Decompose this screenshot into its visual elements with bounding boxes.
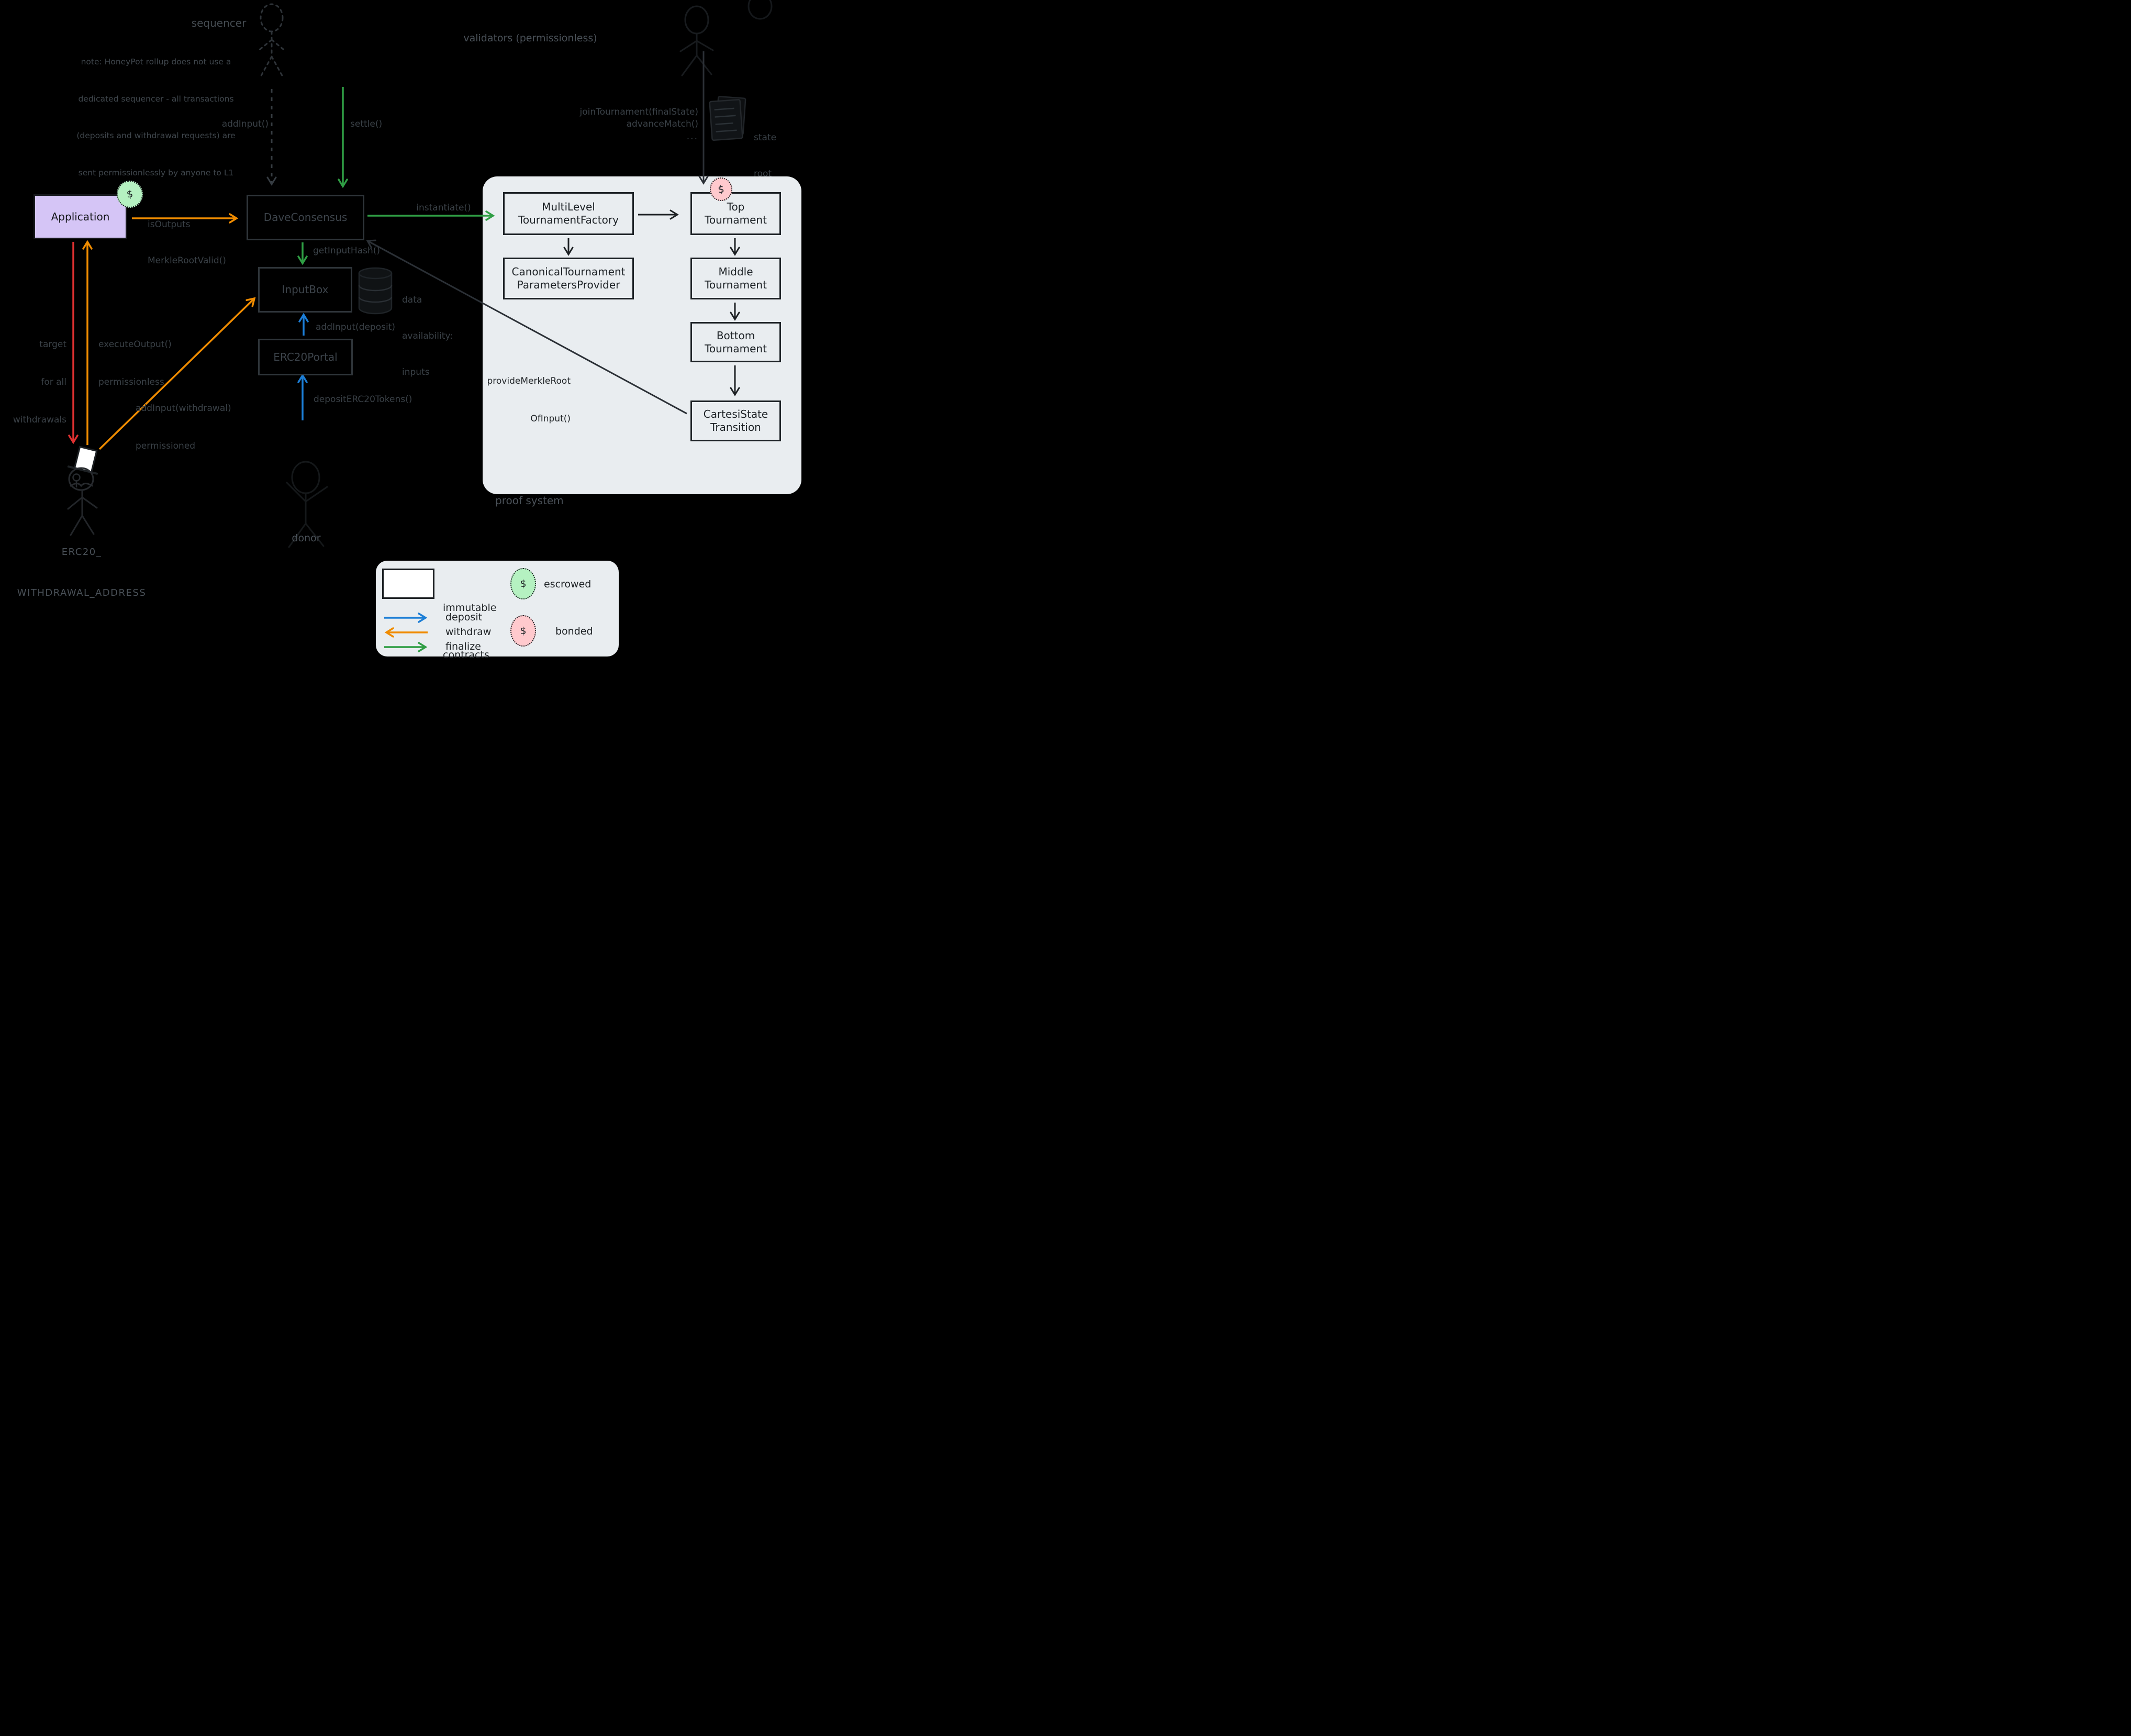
bottom-line: Tournament [705, 342, 767, 355]
withdrawal-address-line: WITHDRAWAL_ADDRESS [17, 587, 147, 598]
factory-line: TournamentFactory [518, 214, 619, 226]
state-root-papers-icon [709, 96, 746, 141]
middle-line: Middle [718, 265, 753, 278]
top-tournament-box: Top Tournament [690, 192, 781, 235]
withdrawal-address-line: ERC20_ [61, 547, 102, 558]
advance-match-label: advanceMatch() [626, 119, 698, 129]
legend-withdraw-label: withdraw [445, 626, 492, 638]
legend-escrowed-icon: $ [510, 568, 536, 599]
legend-deposit-label: deposit [445, 611, 483, 623]
application-label: Application [51, 210, 110, 223]
sequencer-note-line: dedicated sequencer - all transactions [78, 94, 234, 104]
legend-immutable-label: immutable contracts [443, 569, 496, 660]
params-line: CanonicalTournament [511, 265, 626, 278]
deposit-erc20-tokens-label: depositERC20Tokens() [314, 394, 412, 405]
erc20-portal-box: ERC20Portal [258, 339, 353, 375]
input-box-label: InputBox [282, 283, 329, 296]
is-outputs-label: isOutputs MerkleRootValid() [148, 195, 226, 291]
target-line: withdrawals [13, 415, 66, 425]
cst-line: CartesiState [703, 408, 768, 420]
legend-bonded-icon: $ [510, 615, 536, 647]
settle-label: settle() [350, 119, 383, 129]
dollar-glyph: $ [520, 578, 527, 589]
provide-merkle-line: provideMerkleRoot [487, 376, 571, 386]
ellipsis-label: ... [686, 131, 698, 142]
execute-output-line: executeOutput() [98, 339, 172, 350]
legend-finalize-label: finalize [445, 641, 481, 652]
dave-consensus-box: DaveConsensus [247, 195, 364, 240]
validator-figure-icon [679, 5, 714, 76]
dollar-glyph: $ [717, 183, 725, 196]
add-input-label: addInput() [221, 119, 269, 129]
validator-figure-2-icon [747, 0, 773, 20]
factory-line: MultiLevel [542, 201, 595, 213]
donor-label: donor [292, 532, 321, 544]
provide-merkle-root-label: provideMerkleRoot OfInput() [466, 350, 571, 450]
target-withdrawals-label: target for all withdrawals [3, 313, 66, 451]
state-root-line: state [754, 132, 777, 143]
sequencer-note-line: note: HoneyPot rollup does not use a [81, 57, 231, 66]
provide-merkle-line: OfInput() [530, 414, 571, 424]
is-outputs-line: MerkleRootValid() [148, 255, 226, 266]
application-box: Application [34, 194, 127, 239]
instantiate-label: instantiate() [416, 203, 471, 213]
input-box-box: InputBox [258, 267, 352, 313]
legend-immutable-line: immutable [443, 602, 497, 614]
sequencer-note: note: HoneyPot rollup does not use a ded… [46, 31, 266, 204]
data-availability-line: data [402, 295, 422, 305]
middle-line: Tournament [705, 279, 767, 291]
middle-tournament-box: Middle Tournament [690, 258, 781, 299]
cst-line: Transition [710, 421, 761, 433]
withdrawal-address-label: ERC20_ WITHDRAWAL_ADDRESS [0, 518, 163, 627]
bottom-tournament-box: Bottom Tournament [690, 322, 781, 362]
canonical-tournament-parameters-provider-box: CanonicalTournament ParametersProvider [503, 258, 634, 299]
top-line: Top [727, 201, 745, 213]
legend-bonded-label: bonded [555, 626, 593, 637]
add-input-withdrawal-label: addInput(withdrawal) permissioned [136, 377, 231, 477]
validators-label: validators (permissionless) [463, 32, 597, 44]
data-availability-line: inputs [402, 367, 430, 377]
multilevel-tournament-factory-box: MultiLevel TournamentFactory [503, 192, 634, 235]
sequencer-note-line: (deposits and withdrawal requests) are [76, 131, 236, 140]
get-input-hash-label: getInputHash() [313, 246, 381, 256]
params-line: ParametersProvider [517, 279, 620, 291]
diagram-canvas: sequencer note: HoneyPot rollup does not… [0, 0, 810, 660]
legend-escrowed-label: escrowed [544, 578, 592, 590]
dollar-glyph: $ [520, 625, 527, 637]
dave-consensus-label: DaveConsensus [263, 211, 348, 224]
erc20-portal-label: ERC20Portal [273, 350, 338, 363]
legend-immutable-line: contracts [443, 649, 489, 660]
top-line: Tournament [705, 214, 767, 226]
legend-immutable-box [382, 569, 434, 599]
data-availability-label: data availability: inputs [402, 270, 453, 403]
state-root-label: state root [754, 108, 776, 204]
join-tournament-label: joinTournament(finalState) [579, 107, 698, 117]
database-icon [358, 267, 393, 315]
is-outputs-line: isOutputs [148, 219, 191, 230]
bottom-line: Bottom [716, 329, 755, 342]
proof-system-label: proof system [495, 494, 564, 507]
dollar-glyph: $ [126, 188, 134, 201]
target-line: for all [41, 377, 66, 387]
cartesi-state-transition-box: CartesiState Transition [690, 400, 781, 441]
target-line: target [39, 339, 66, 350]
sequencer-title: sequencer [191, 17, 247, 29]
add-input-deposit-label: addInput(deposit) [316, 322, 395, 332]
add-input-withdrawal-line: addInput(withdrawal) [136, 403, 231, 414]
sequencer-note-line: sent permissionlessly by anyone to L1 [78, 168, 234, 177]
data-availability-line: availability: [402, 331, 453, 341]
add-input-withdrawal-line: permissioned [136, 441, 196, 451]
state-root-line: root [754, 169, 772, 179]
